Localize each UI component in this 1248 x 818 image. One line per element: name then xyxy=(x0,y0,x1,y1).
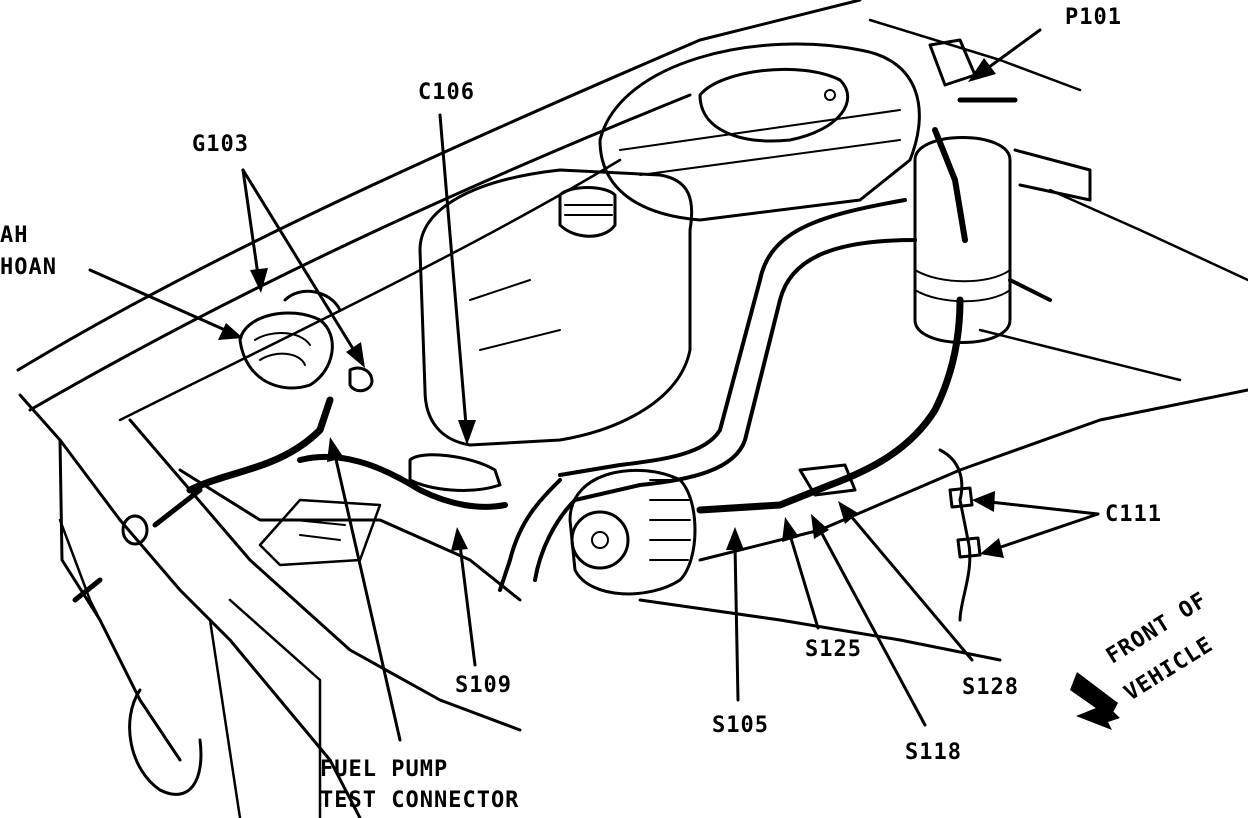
label-g103: G103 xyxy=(192,132,249,157)
label-fuel-pump-line1: FUEL PUMP xyxy=(320,757,449,782)
wiring-harness xyxy=(72,38,1018,622)
front-of-vehicle-arrow xyxy=(1070,672,1120,730)
alternator xyxy=(568,468,697,596)
label-rh-horn-line1: AH xyxy=(0,223,29,248)
label-p101: P101 xyxy=(1065,5,1122,30)
label-s128: S128 xyxy=(962,675,1019,700)
label-c111: C111 xyxy=(1105,502,1162,527)
label-c106: C106 xyxy=(418,80,475,105)
rh-horn xyxy=(238,289,374,393)
label-fuel-pump-line2: TEST CONNECTOR xyxy=(320,788,520,813)
label-s105: S105 xyxy=(712,713,769,738)
accumulator-drier xyxy=(913,136,1092,344)
leader-arrows xyxy=(88,28,1100,742)
vehicle-structure xyxy=(16,0,1248,818)
label-s109: S109 xyxy=(455,673,512,698)
label-s125: S125 xyxy=(805,637,862,662)
coolant-reservoir xyxy=(418,168,694,447)
label-rh-horn-line2: HOAN xyxy=(0,255,57,280)
label-s118: S118 xyxy=(905,740,962,765)
air-cleaner-housing xyxy=(598,42,921,222)
